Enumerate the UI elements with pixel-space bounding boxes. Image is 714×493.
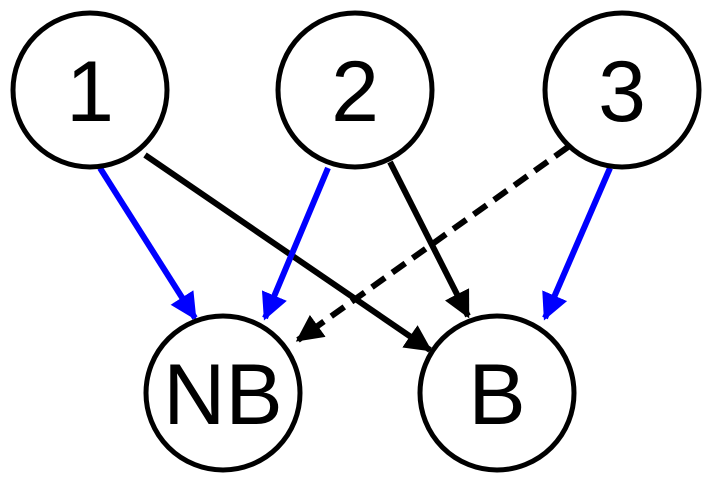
edge-1-to-nb bbox=[97, 166, 198, 321]
node-3-circle bbox=[542, 10, 702, 170]
node-2-circle bbox=[275, 10, 435, 170]
node-b-circle bbox=[417, 313, 577, 473]
node-2-label: 2 bbox=[331, 44, 379, 140]
node-b-label: B bbox=[468, 347, 525, 443]
edge-3-to-nb bbox=[295, 144, 570, 343]
edges-layer bbox=[97, 144, 613, 353]
node-nb-circle bbox=[143, 313, 303, 473]
node-nb-label: NB bbox=[163, 347, 282, 443]
node-3: 3 bbox=[542, 10, 702, 170]
node-2: 2 bbox=[275, 10, 435, 170]
edge-3-to-b bbox=[542, 166, 613, 321]
node-1: 1 bbox=[10, 10, 170, 170]
node-1-circle bbox=[10, 10, 170, 170]
node-b: B bbox=[417, 313, 577, 473]
edge-2-to-nb bbox=[261, 166, 331, 321]
nodes-layer: 1 2 3NB B bbox=[10, 10, 702, 473]
node-1-label: 1 bbox=[66, 44, 114, 140]
edge-1-to-b bbox=[143, 152, 433, 353]
node-nb: NB bbox=[143, 313, 303, 473]
node-3-label: 3 bbox=[598, 44, 646, 140]
edge-2-to-b bbox=[387, 160, 471, 319]
